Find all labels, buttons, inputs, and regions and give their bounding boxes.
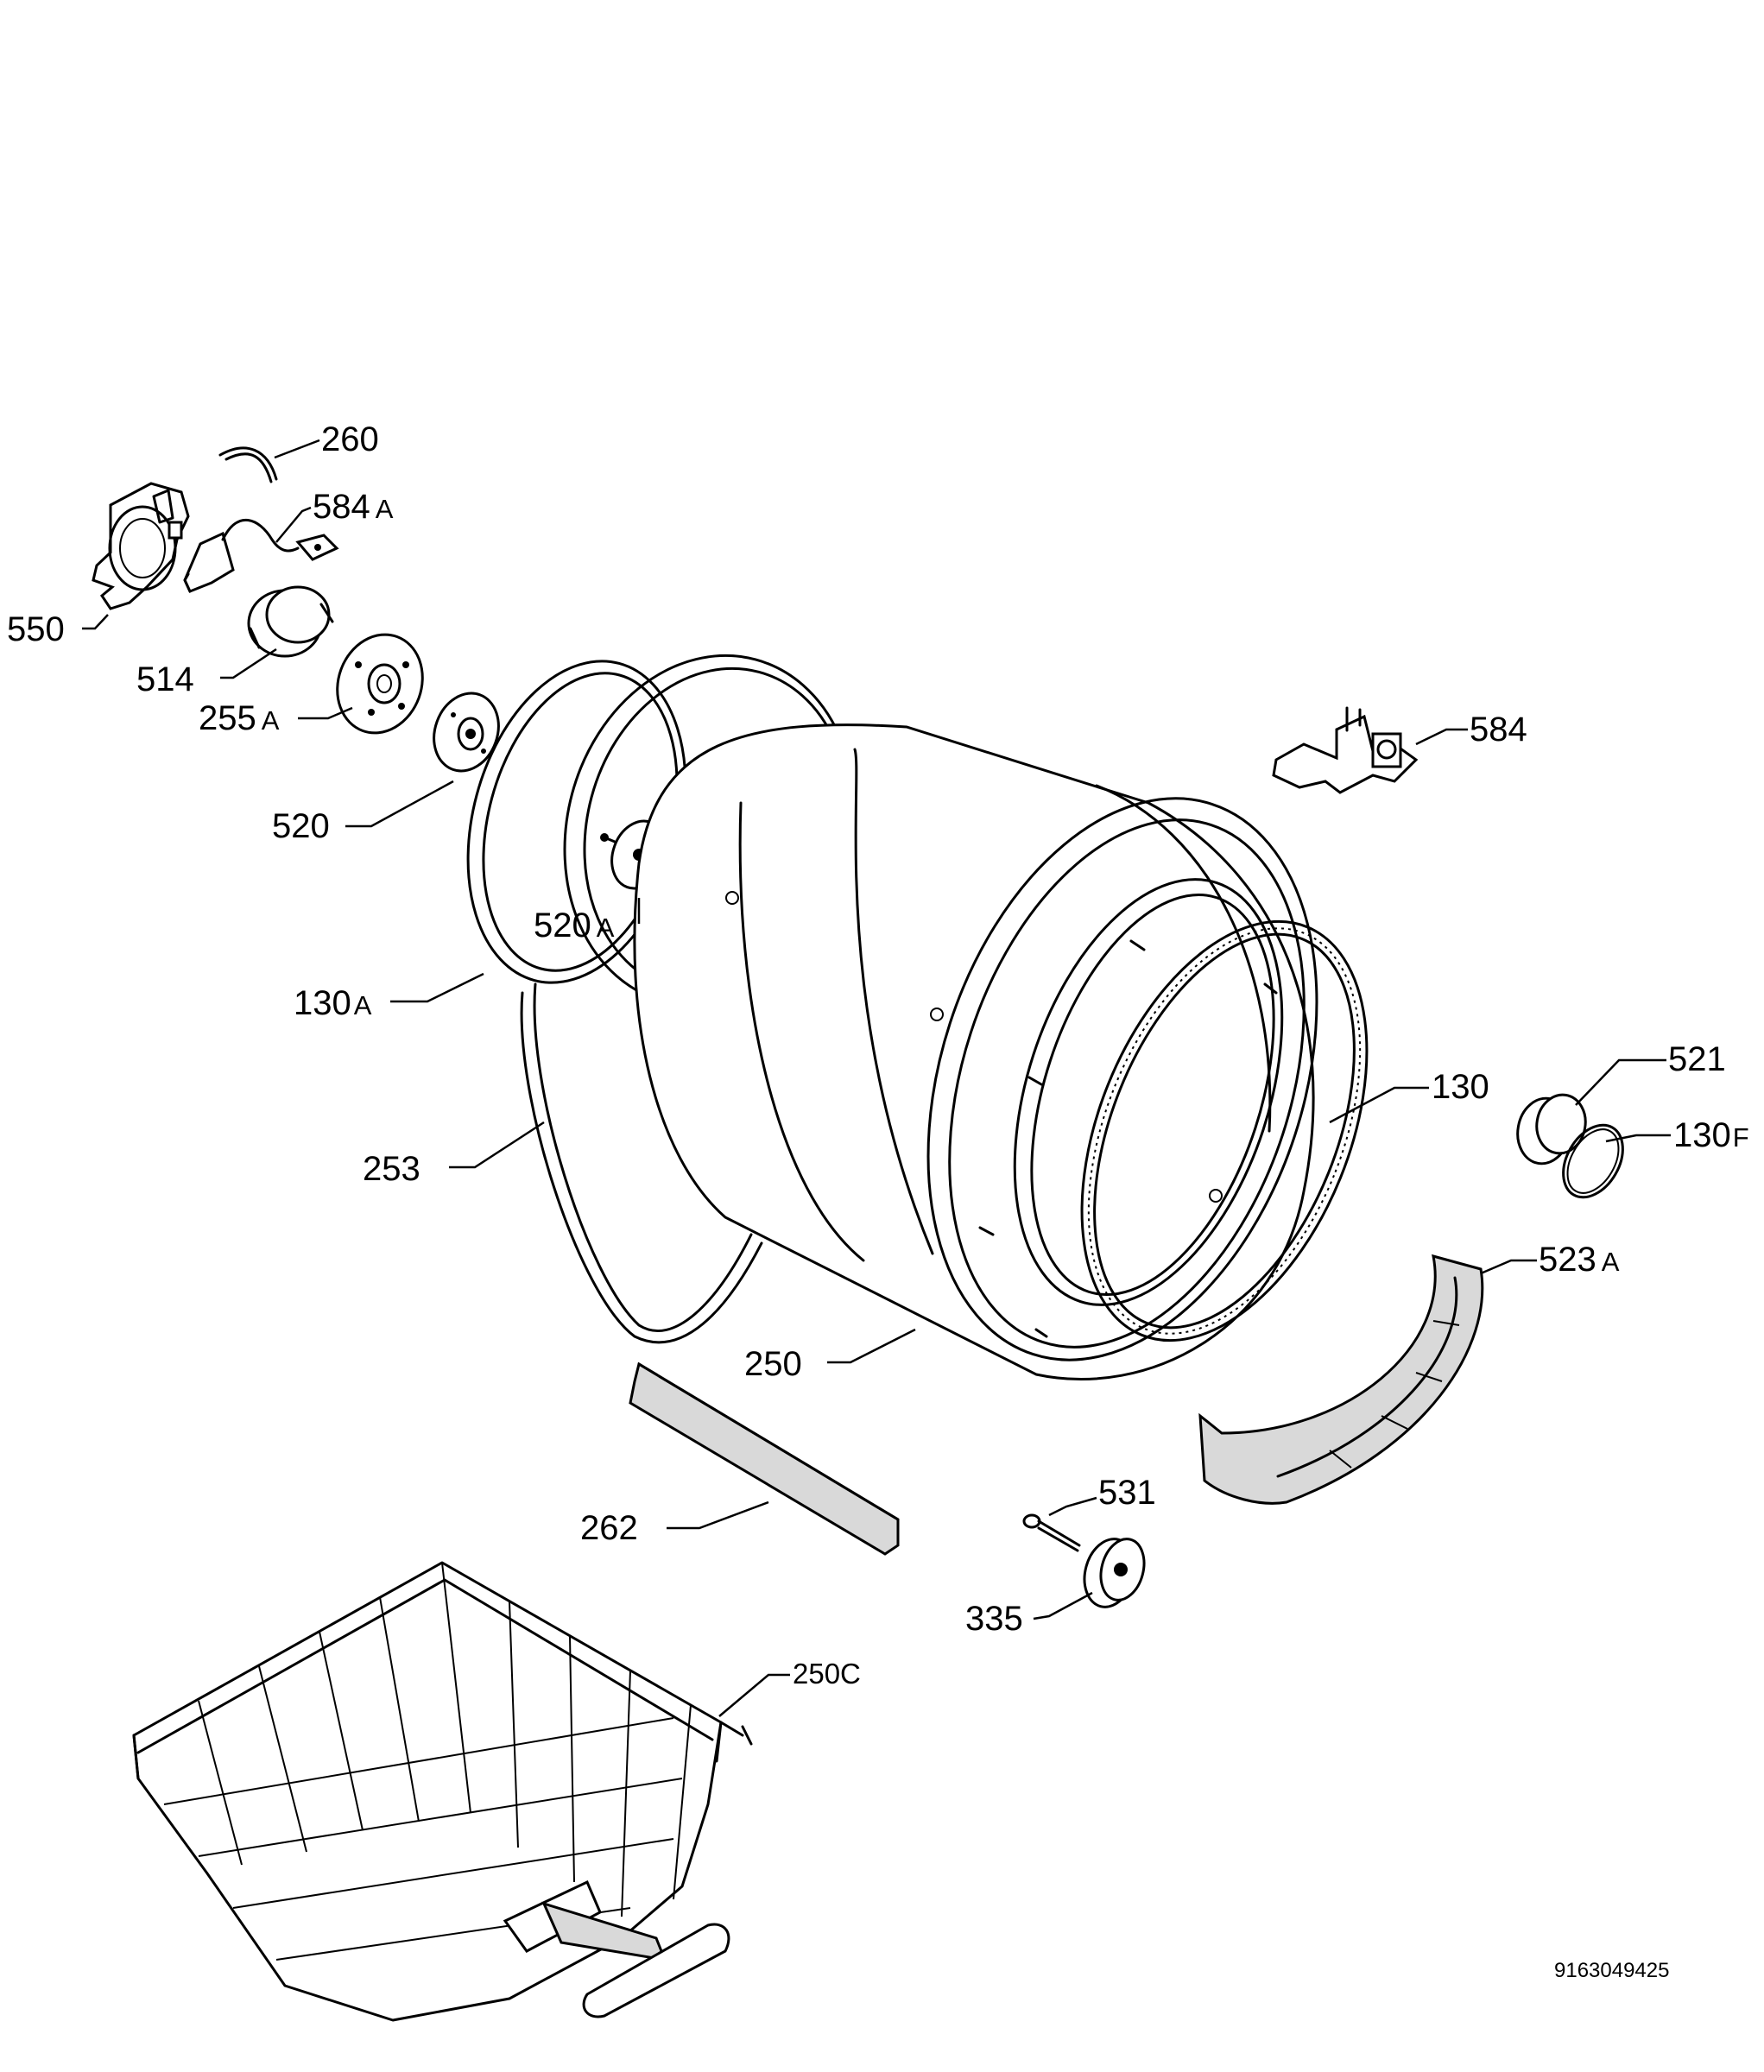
label-335: 335 — [965, 1600, 1023, 1638]
part-130-front-seal — [1080, 919, 1369, 1342]
label-531: 531 — [1098, 1474, 1156, 1512]
leader-584 — [1415, 728, 1468, 746]
part-250-drum — [633, 723, 1318, 1381]
leader-255a — [298, 706, 353, 720]
leader-250 — [827, 1328, 916, 1364]
leader-335 — [1033, 1591, 1093, 1620]
label-130: 130 — [1432, 1068, 1489, 1106]
leader-130 — [1329, 1086, 1429, 1124]
part-262-strip — [629, 1361, 900, 1556]
label-130f: 130F — [1673, 1116, 1749, 1154]
label-262: 262 — [580, 1509, 638, 1547]
leader-584a — [275, 506, 312, 543]
label-520: 520 — [272, 807, 330, 845]
part-253-drive-belt — [520, 982, 763, 1344]
label-130a: 130A — [294, 984, 372, 1022]
label-550: 550 — [7, 610, 65, 648]
leader-514 — [220, 648, 277, 679]
leader-253 — [449, 1121, 545, 1169]
leader-521 — [1575, 1058, 1666, 1106]
leader-262 — [667, 1500, 769, 1530]
part-584-thermostat — [1272, 706, 1419, 794]
label-250c: 250C — [793, 1658, 861, 1690]
label-253: 253 — [363, 1150, 420, 1188]
part-250c-drying-rack — [132, 1561, 753, 2022]
part-531-screw — [1022, 1513, 1081, 1552]
label-584: 584 — [1470, 711, 1527, 749]
leader-130f — [1605, 1134, 1671, 1143]
label-521: 521 — [1668, 1040, 1726, 1078]
label-514: 514 — [136, 660, 194, 698]
leader-523a — [1480, 1259, 1537, 1275]
part-260-wire — [218, 446, 278, 483]
leader-531 — [1048, 1496, 1097, 1517]
leader-lines — [82, 439, 1671, 1717]
part-335-roller — [1083, 1538, 1146, 1608]
part-584a-sensor — [183, 519, 339, 593]
leader-260 — [274, 439, 320, 459]
part-514-bearing-ring — [247, 585, 334, 658]
part-523a-front-support — [1198, 1254, 1484, 1505]
leader-130a — [390, 972, 484, 1003]
leader-550 — [82, 614, 109, 630]
leader-520 — [345, 780, 454, 828]
label-260: 260 — [321, 420, 379, 458]
label-250: 250 — [744, 1345, 802, 1383]
leader-250c — [718, 1673, 790, 1717]
document-number: 9163049425 — [1554, 1959, 1669, 1982]
part-550-bearing-bracket — [92, 482, 190, 610]
part-520-bearing-cap — [433, 692, 500, 773]
part-521-bushing — [1516, 1093, 1587, 1166]
part-255a-flange — [336, 633, 424, 735]
part-130f-ring — [1562, 1123, 1624, 1199]
